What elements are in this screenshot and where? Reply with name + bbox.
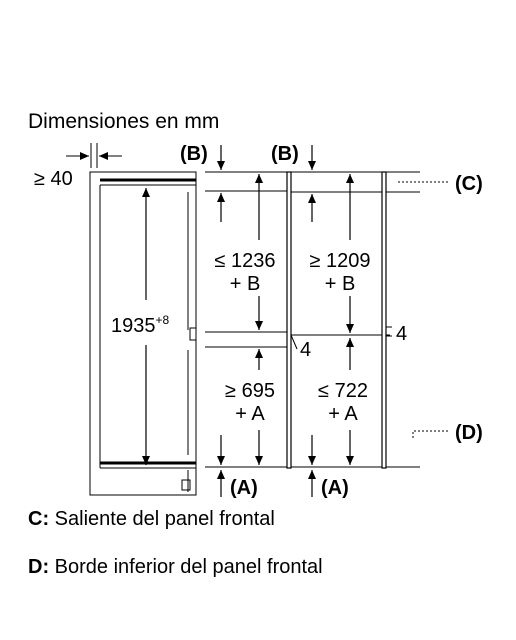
height-1935-label: 1935+8 (111, 313, 170, 337)
upper-left-line2: + B (230, 273, 261, 295)
gap-40-label: ≥ 40 (34, 168, 73, 190)
lower-right-line2: + A (328, 403, 358, 425)
dotted-leaders (398, 181, 448, 438)
legend-c: C: Saliente del panel frontal (28, 508, 275, 531)
c-label: (C) (455, 173, 483, 195)
b-label-right: (B) (271, 143, 299, 165)
a-label-left: (A) (230, 477, 258, 499)
legend-d-key: D: (28, 556, 50, 578)
upper-right-line2: + B (325, 273, 356, 295)
legend-d: D: Borde inferior del panel frontal (28, 556, 323, 579)
diagram-title: Dimensiones en mm (28, 110, 220, 133)
height-value: 1935 (111, 315, 156, 337)
right-niche (290, 171, 420, 469)
lower-left-line1: ≥ 695 (225, 380, 275, 402)
gap-4-right-label: 4 (396, 323, 407, 345)
upper-right-bg (298, 245, 380, 293)
lower-left-bg (215, 375, 283, 425)
right-niche-arrows (308, 145, 354, 497)
lower-right-line1: ≤ 722 (318, 380, 368, 402)
height-label-bg (108, 309, 184, 337)
legend-c-key: C: (28, 508, 50, 530)
upper-left-bg (206, 245, 284, 293)
d-label: (D) (455, 422, 483, 444)
appliance-feet (181, 470, 191, 492)
left-niche (205, 171, 292, 469)
left-niche-arrows (217, 145, 263, 497)
b-label-left: (B) (180, 143, 208, 165)
gap-4-left-label: 4 (300, 339, 311, 361)
upper-right-line1: ≥ 1209 (309, 250, 370, 272)
upper-left-line1: ≤ 1236 (214, 250, 275, 272)
appliance-outline (89, 171, 197, 496)
lower-left-line2: + A (235, 403, 265, 425)
legend-d-text: Borde inferior del panel frontal (49, 556, 323, 578)
height-tolerance: +8 (156, 313, 170, 327)
lower-right-bg (308, 375, 378, 425)
gap-40-marker (66, 143, 122, 168)
a-label-right: (A) (321, 477, 349, 499)
legend-c-text: Saliente del panel frontal (49, 508, 275, 530)
